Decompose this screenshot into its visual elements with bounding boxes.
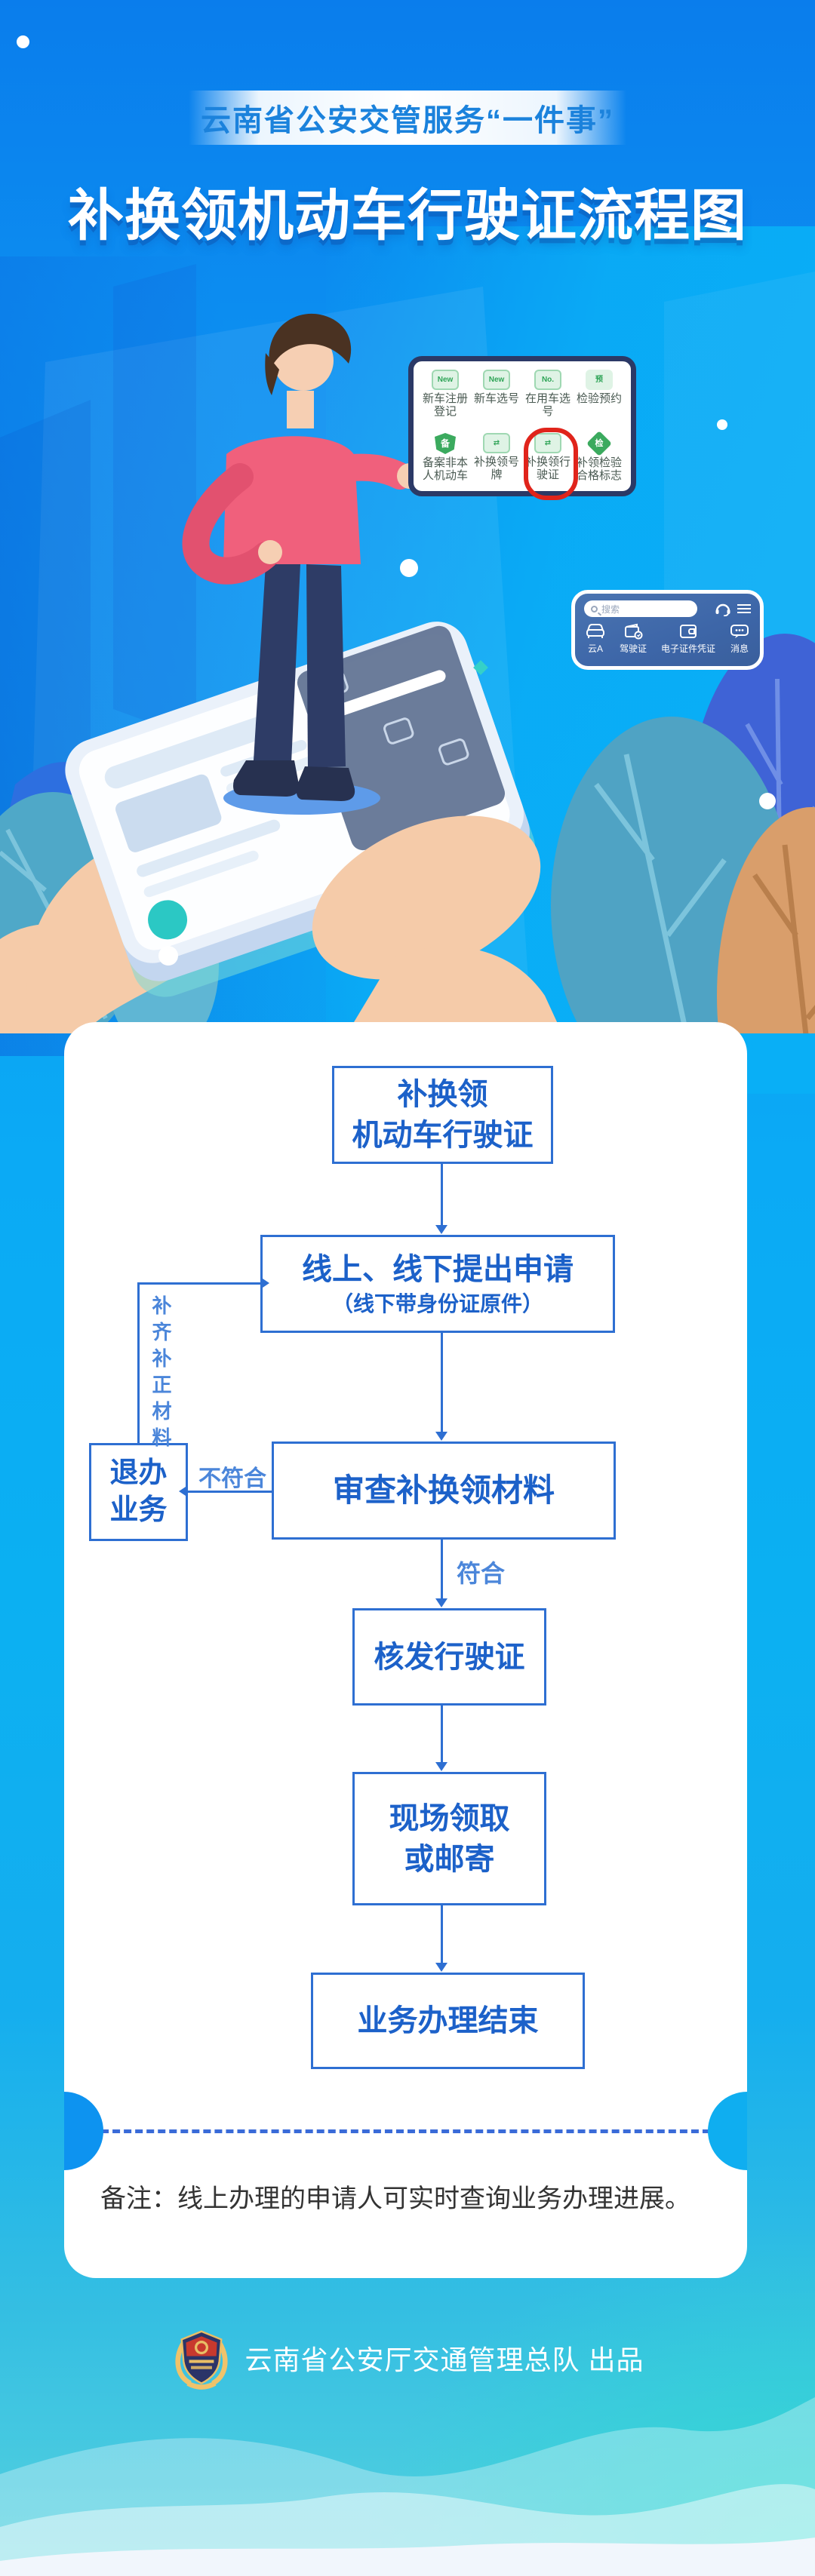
app-item-plate-replace[interactable]: ⇄ 补换领号牌 (471, 430, 522, 493)
flow-step-submit-main: 线上、线下提出申请 (302, 1253, 574, 1287)
page-title: 补换领机动车行驶证流程图 (68, 184, 747, 247)
bg-shard (113, 264, 196, 739)
flow-step-apply-type: 补换领 机动车行驶证 (332, 1066, 553, 1164)
search-input[interactable]: 搜索 (584, 600, 697, 617)
background-teal-glow (367, 2229, 815, 2576)
menu-icon[interactable] (737, 604, 751, 613)
app-item-inspection-appointment[interactable]: 预 检验预约 (574, 367, 625, 430)
plate-exchange-icon: ⇄ (483, 433, 510, 453)
flow-step-finish: 业务办理结束 (311, 1973, 585, 2069)
license-exchange-icon: ⇄ (534, 433, 561, 453)
ticket-dashed-separator (90, 2129, 721, 2133)
app-item-inuse-car-plate-pick[interactable]: No. 在用车选号 (522, 367, 574, 430)
illustration (0, 264, 815, 1033)
app-services-grid: New 新车注册 登记 New 新车选号 No. 在用车选号 预 检验预约 备 … (414, 361, 631, 493)
bg-shard (0, 400, 91, 875)
mini-item-wallet[interactable]: 电子证件凭证 (661, 623, 715, 655)
app-item-record-vehicle[interactable]: 备 备案非本 人机动车 (420, 430, 471, 493)
flow-step-submit: 线上、线下提出申请 （线下带身份证原件） (260, 1235, 615, 1333)
app-item-new-car-register[interactable]: New 新车注册 登记 (420, 367, 471, 430)
flow-step-submit-sub: （线下带身份证原件） (331, 1292, 543, 1316)
label-not-conform: 不符合 (198, 1466, 266, 1491)
message-icon (730, 625, 749, 638)
license-plate-new-icon: New (432, 370, 459, 390)
decorative-dot (17, 35, 29, 48)
app-item-license-replace[interactable]: ⇄ 补换领行 驶证 (522, 430, 574, 493)
decorative-dot (759, 793, 776, 809)
arrow-review-return (179, 1485, 272, 1497)
flow-step-review: 审查补换领材料 (272, 1442, 616, 1540)
car-appointment-icon: 预 (586, 370, 613, 390)
decorative-diamond (473, 660, 488, 675)
car-icon (586, 624, 604, 638)
arrow-step3-step4 (435, 1540, 447, 1607)
inspection-mark-icon: 检 (586, 431, 612, 456)
search-placeholder: 搜索 (601, 603, 620, 615)
flowchart-card: 补换领 机动车行驶证 线上、线下提出申请 （线下带身份证原件） 审查补换领材料 … (64, 1022, 747, 2278)
mini-item-license[interactable]: 驾驶证 (620, 623, 647, 655)
drivers-license-icon (624, 623, 643, 640)
headset-icon[interactable] (715, 601, 731, 616)
mini-panel-topbar: 搜索 (584, 600, 751, 617)
footer-text: 云南省公安厅交通管理总队 出品 (244, 2344, 644, 2375)
ticket-notch-left (64, 2092, 103, 2170)
decorative-dot (158, 946, 178, 966)
label-supplement-materials: 补齐补正材料 (149, 1295, 172, 1454)
bg-shard (664, 272, 815, 679)
mini-icon-row: 云A 驾驶证 电子证件凭证 (584, 623, 751, 655)
arrow-step4-step5 (435, 1706, 447, 1771)
shield-record-icon: 备 (435, 433, 456, 454)
flow-step-pickup: 现场领取 或邮寄 (352, 1772, 546, 1905)
arrow-step2-step3 (435, 1333, 447, 1441)
license-plate-number-icon: No. (534, 370, 561, 390)
header-badge-text: 云南省公安交管服务“一件事” (201, 104, 614, 137)
loop-line-vertical (137, 1284, 140, 1443)
app-item-inspection-mark[interactable]: 检 补领检验 合格标志 (574, 430, 625, 493)
search-icon (591, 605, 598, 613)
header-badge: 云南省公安交管服务“一件事” (189, 91, 626, 145)
leaf-tan-icon (717, 807, 815, 1033)
app-services-panel: New 新车注册 登记 New 新车选号 No. 在用车选号 预 检验预约 备 … (408, 356, 636, 500)
arrow-step5-step6 (435, 1905, 447, 1972)
remark-text: 备注：线上办理的申请人可实时查询业务办理进展。 (100, 2185, 690, 2213)
flow-step-issue: 核发行驶证 (352, 1608, 546, 1706)
mini-search-panel: 搜索 云A (571, 590, 764, 670)
arrow-step1-step2 (435, 1164, 447, 1234)
footer: 云南省公安厅交通管理总队 出品 (0, 2325, 815, 2391)
mini-item-car[interactable]: 云A (586, 623, 605, 655)
decorative-dot (717, 419, 727, 430)
mini-item-message[interactable]: 消息 (730, 623, 749, 655)
arrow-loop-to-submit (137, 1277, 269, 1289)
ticket-notch-right (708, 2092, 747, 2170)
decorative-dot (400, 559, 418, 577)
label-conform: 符合 (457, 1560, 506, 1587)
wallet-icon (679, 625, 697, 638)
flow-box-return-business: 退办 业务 (89, 1443, 188, 1541)
police-badge-icon (176, 2330, 228, 2390)
app-item-new-car-plate-pick[interactable]: New 新车选号 (471, 367, 522, 430)
license-plate-new-icon: New (483, 370, 510, 390)
bottom-waves (0, 2397, 815, 2576)
